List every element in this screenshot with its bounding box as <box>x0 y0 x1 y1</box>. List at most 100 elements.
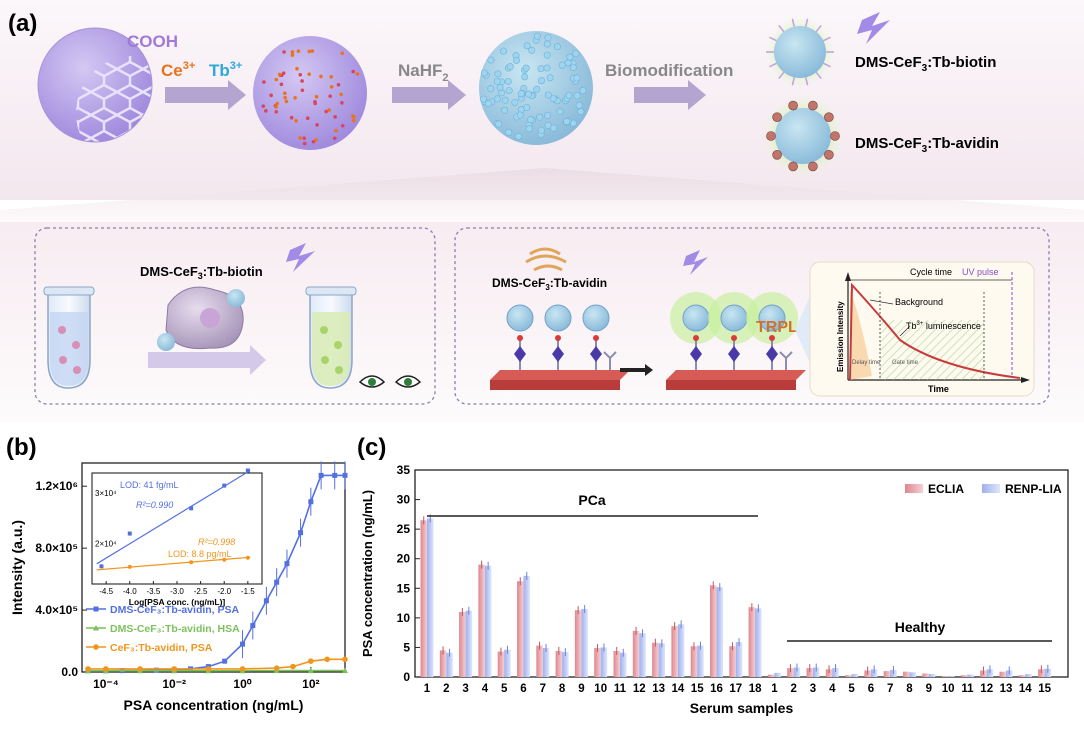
probe-particle <box>507 305 533 331</box>
data-point <box>290 664 296 670</box>
legend-label: CeF₃:Tb-avidin, PSA <box>110 642 213 654</box>
x-tick-label: 6 <box>868 683 874 695</box>
inset-point-psa <box>99 564 103 568</box>
bar-eclia <box>421 520 428 677</box>
legend-label-eclia: ECLIA <box>928 482 964 496</box>
bar-renp-lia <box>852 674 859 677</box>
ion-dot <box>274 110 278 114</box>
y-tick-label: 35 <box>397 463 411 477</box>
x-tick-label: 5 <box>501 683 508 695</box>
ion-dot <box>275 102 279 106</box>
nanocrystal-dot <box>515 133 521 139</box>
bar-renp-lia <box>717 587 724 677</box>
x-tick-label: 10 <box>594 683 607 695</box>
bar-eclia <box>459 612 466 677</box>
inset-x-axis-label: Log[PSA conc. (ng/mL)] <box>129 597 226 607</box>
nanocrystal-dot <box>534 86 540 92</box>
nanocrystal-dot <box>495 121 501 127</box>
bar-eclia <box>575 610 582 677</box>
nanocrystal-dot <box>544 52 550 58</box>
bar-renp-lia <box>948 676 955 677</box>
biotin-marker <box>731 335 737 341</box>
ion-dot <box>307 72 311 76</box>
x-tick-label: 16 <box>710 683 723 695</box>
y-tick-label: 8.0×10⁵ <box>35 541 78 555</box>
data-point <box>308 658 314 664</box>
nanocrystal-dot <box>534 33 540 39</box>
ion-dot <box>339 93 343 97</box>
x-tick-label: 11 <box>614 683 627 695</box>
data-point <box>319 473 324 478</box>
ion-dot <box>297 49 301 53</box>
y-tick-label: 15 <box>397 581 411 595</box>
nanocrystal-dot <box>512 99 518 105</box>
x-axis-label: PSA concentration (ng/mL) <box>124 697 304 713</box>
nanocrystal-dot <box>545 35 551 41</box>
legend-marker <box>94 607 99 612</box>
ion-dot <box>352 119 356 123</box>
nanocrystal-dot <box>574 93 580 99</box>
ion-dot <box>308 50 312 54</box>
ion-dot <box>327 108 331 112</box>
ion-dot <box>330 85 334 89</box>
bar-eclia <box>922 673 929 677</box>
data-point <box>332 473 337 478</box>
bar-renp-lia <box>601 647 608 677</box>
legend-label-renp: RENP-LIA <box>1005 482 1062 496</box>
x-axis-label: Serum samples <box>690 700 794 716</box>
x-tick-label: 12 <box>633 683 646 695</box>
ion-dot <box>290 116 294 120</box>
nanocrystal-dot <box>536 114 542 120</box>
ion-dot <box>314 138 318 142</box>
ion-dot <box>264 109 268 113</box>
bar-renp-lia <box>466 611 473 677</box>
nanocrystal-dot <box>544 65 550 71</box>
nanocrystal-dot <box>574 75 580 81</box>
bar-eclia <box>961 675 968 677</box>
data-point <box>240 666 246 672</box>
right-probe-label: DMS-CeF3:Tb-avidin <box>492 276 607 292</box>
ion-dot <box>283 91 287 95</box>
nanocrystal-dot <box>506 87 512 93</box>
bar-renp-lia <box>678 624 685 677</box>
data-point <box>264 598 269 603</box>
data-point <box>343 473 348 478</box>
y-tick-label: 20 <box>397 552 411 566</box>
bar-eclia <box>671 626 678 677</box>
bar-renp-lia <box>929 674 936 677</box>
ion-dot <box>352 115 356 119</box>
inset-x-tick-label: -4.0 <box>123 587 137 596</box>
x-tick-label: 17 <box>729 683 742 695</box>
y-tick-label: 4.0×10⁵ <box>35 603 78 617</box>
ion-dot <box>356 72 360 76</box>
substrate <box>490 370 630 380</box>
avidin-probe-particle <box>761 94 845 178</box>
nanocrystal-dot <box>544 112 550 118</box>
ion-dot <box>337 83 341 87</box>
nanocrystal-dot <box>494 96 500 102</box>
inset-point-cef <box>246 556 250 560</box>
x-tick-label: 3 <box>810 683 816 695</box>
ion-dot <box>329 75 333 79</box>
bar-renp-lia <box>736 642 743 677</box>
panel-a-label: (a) <box>8 10 37 37</box>
cooh-label: COOH <box>127 32 178 51</box>
bar-eclia <box>845 675 852 677</box>
nanocrystal-dot <box>565 60 571 66</box>
avidin-protein <box>831 132 840 141</box>
ion-dot <box>306 116 310 120</box>
bar-eclia <box>1000 672 1007 677</box>
ion-dot <box>351 70 355 74</box>
inset-point-psa <box>222 484 226 488</box>
nanocrystal-dot <box>573 50 579 56</box>
nanocrystal-dot <box>495 71 501 77</box>
data-point <box>103 666 109 672</box>
bar-renp-lia <box>543 648 550 677</box>
bar-renp-lia <box>524 576 531 677</box>
inset-x-tick-label: -2.0 <box>217 587 231 596</box>
data-point <box>308 499 313 504</box>
background-label: Background <box>895 297 943 307</box>
data-point <box>137 666 143 672</box>
inset-x-tick-label: -1.5 <box>241 587 255 596</box>
